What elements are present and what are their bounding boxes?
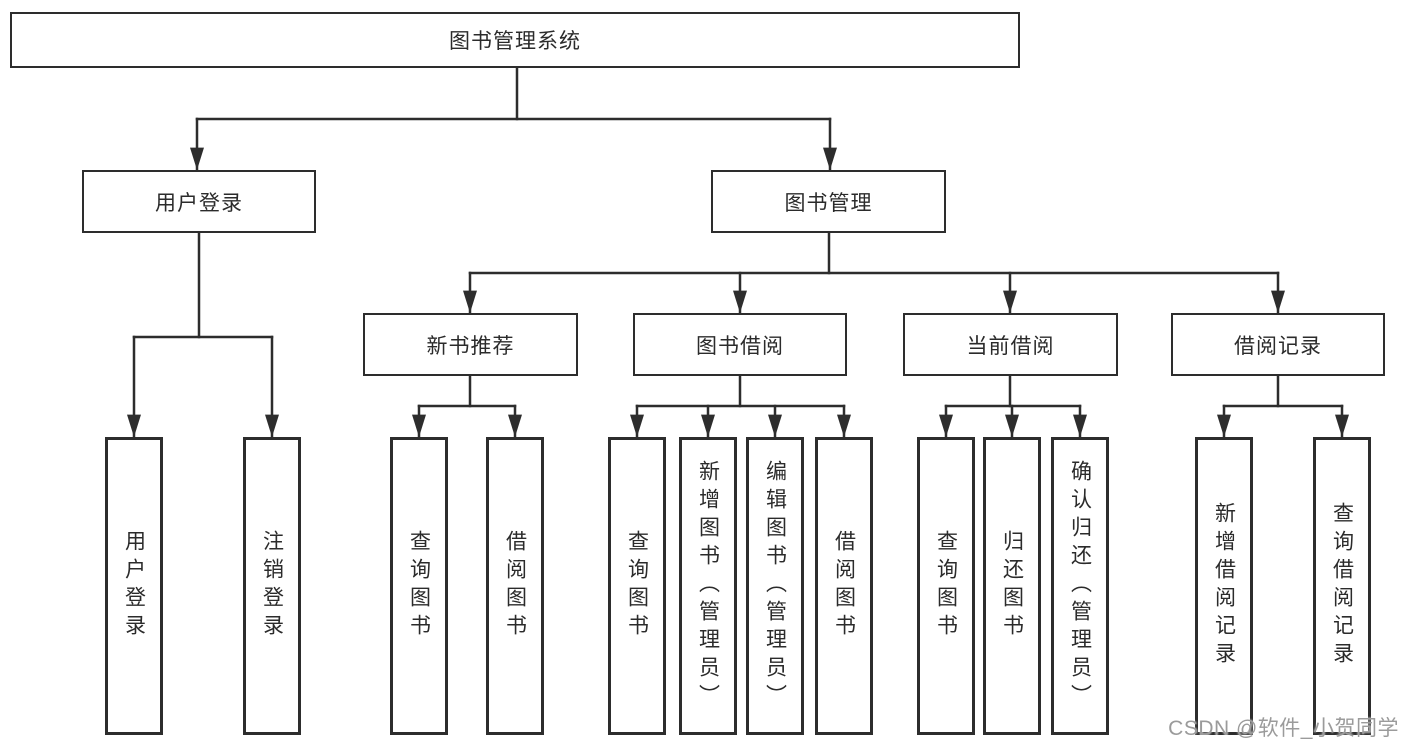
watermark-csdn: CSDN @软件_小贺同学 [1168, 717, 1399, 740]
leaf-query-books-current: 查询图书 [917, 437, 975, 735]
node-label: 查询图书 [625, 530, 649, 642]
node-label: 编辑图书（管理员） [763, 460, 787, 712]
node-label: 注销登录 [260, 530, 284, 642]
leaf-query-books-recommend: 查询图书 [390, 437, 448, 735]
leaf-add-borrow-record: 新增借阅记录 [1195, 437, 1253, 735]
leaf-user-login: 用户登录 [105, 437, 163, 735]
node-label: 确认归还（管理员） [1068, 460, 1092, 712]
leaf-borrow-books-borrowing: 借阅图书 [815, 437, 873, 735]
node-label: 图书管理 [784, 191, 873, 215]
node-label: 图书借阅 [696, 334, 784, 358]
node-label: 新增借阅记录 [1212, 502, 1236, 670]
node-label: 新书推荐 [426, 334, 515, 358]
node-current-borrowing: 当前借阅 [903, 313, 1118, 376]
leaf-add-books-admin: 新增图书（管理员） [679, 437, 737, 735]
node-library-management-system: 图书管理系统 [10, 12, 1020, 68]
node-label: 查询图书 [407, 530, 431, 642]
node-label: 查询借阅记录 [1330, 502, 1354, 670]
node-book-borrowing: 图书借阅 [633, 313, 847, 376]
node-borrowing-records: 借阅记录 [1171, 313, 1385, 376]
node-book-management: 图书管理 [711, 170, 946, 233]
node-label: 借阅图书 [832, 530, 856, 642]
node-label: 新增图书（管理员） [696, 460, 720, 712]
leaf-return-books: 归还图书 [983, 437, 1041, 735]
node-label: 用户登录 [122, 530, 146, 642]
node-label: 当前借阅 [966, 334, 1055, 358]
node-label: 图书管理系统 [449, 30, 581, 53]
leaf-query-books-borrowing: 查询图书 [608, 437, 666, 735]
node-label: 归还图书 [1000, 530, 1024, 642]
node-user-login: 用户登录 [82, 170, 316, 233]
leaf-edit-books-admin: 编辑图书（管理员） [746, 437, 804, 735]
node-label: 用户登录 [155, 191, 243, 215]
leaf-confirm-return-admin: 确认归还（管理员） [1051, 437, 1109, 735]
leaf-query-borrow-record: 查询借阅记录 [1313, 437, 1371, 735]
leaf-borrow-books-recommend: 借阅图书 [486, 437, 544, 735]
node-label: 查询图书 [934, 530, 958, 642]
node-label: 借阅记录 [1234, 334, 1322, 358]
leaf-logout: 注销登录 [243, 437, 301, 735]
node-label: 借阅图书 [503, 530, 527, 642]
node-new-book-recommendation: 新书推荐 [363, 313, 578, 376]
